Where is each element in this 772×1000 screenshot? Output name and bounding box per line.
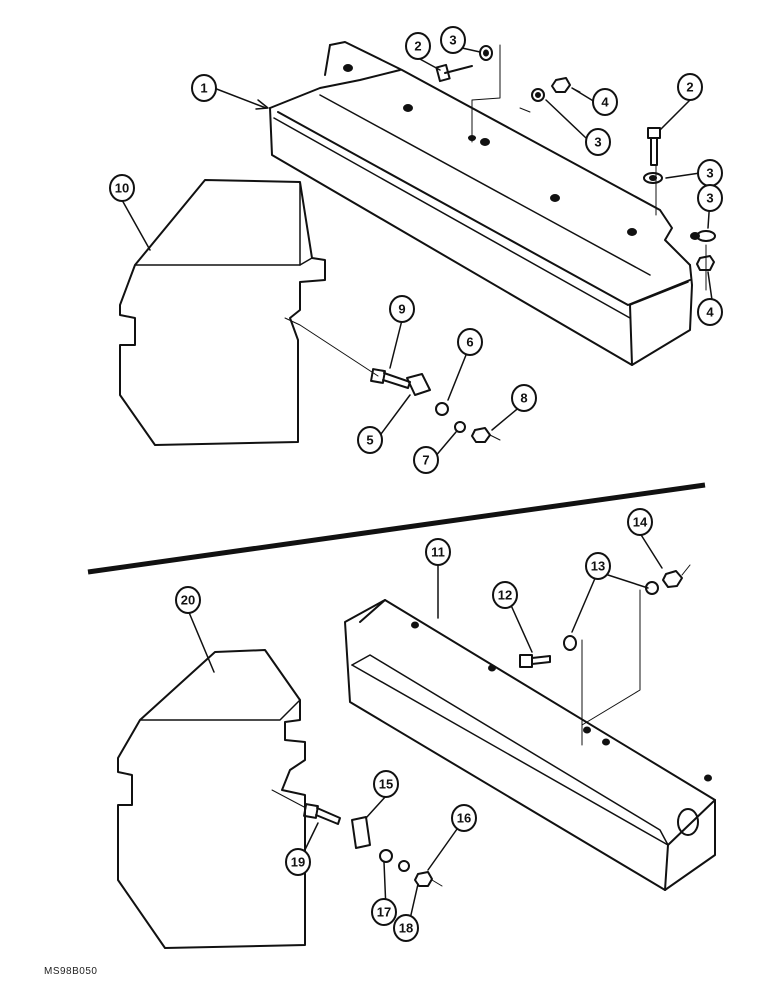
callout-label: 9 (398, 302, 405, 317)
callout-label: 10 (115, 181, 129, 196)
callout-label: 6 (466, 335, 473, 350)
callout-label: 14 (633, 515, 648, 530)
bottom-callout-14: 14 (627, 508, 653, 536)
bottom-callout-13: 13 (585, 552, 611, 580)
top-callout-7: 7 (413, 446, 439, 474)
top-callout-9: 9 (389, 295, 415, 323)
callout-label: 3 (706, 191, 713, 206)
callout-label: 20 (181, 593, 195, 608)
top-callout-2: 2 (677, 73, 703, 101)
top-callout-8: 8 (511, 384, 537, 412)
bottom-callout-12: 12 (492, 581, 518, 609)
callout-label: 16 (457, 811, 471, 826)
top-callout-3: 3 (440, 26, 466, 54)
weight-plate-bottom (117, 649, 306, 949)
callout-label: 1 (200, 81, 207, 96)
reference-code: MS98B050 (44, 966, 98, 977)
top-callout-2: 2 (405, 32, 431, 60)
weight-bracket-top (269, 41, 700, 366)
top-callout-3: 3 (697, 184, 723, 212)
callout-label: 3 (594, 135, 601, 150)
top-assembly (119, 41, 716, 459)
top-hardware (370, 45, 716, 443)
top-leaders (121, 47, 713, 459)
callout-label: 13 (591, 559, 605, 574)
callout-label: 8 (520, 391, 527, 406)
callout-label: 17 (377, 905, 391, 920)
top-callout-10: 10 (109, 174, 135, 202)
callout-label: 4 (706, 305, 714, 320)
bottom-callout-11: 11 (425, 538, 451, 566)
bottom-callout-16: 16 (451, 804, 477, 832)
bottom-callout-18: 18 (393, 914, 419, 942)
callout-label: 18 (399, 921, 413, 936)
bottom-callout-20: 20 (175, 586, 201, 614)
callout-label: 15 (379, 777, 393, 792)
separator-line (87, 482, 706, 575)
top-callout-3: 3 (585, 128, 611, 156)
top-callout-1: 1 (191, 74, 217, 102)
top-callout-4: 4 (697, 298, 723, 326)
callout-label: 5 (366, 433, 373, 448)
top-center-lines (284, 44, 707, 441)
top-callout-5: 5 (357, 426, 383, 454)
bottom-assembly (117, 529, 716, 949)
callout-label: 2 (414, 39, 421, 54)
top-callout-3: 3 (697, 159, 723, 187)
callout-label: 19 (291, 855, 305, 870)
callout-label: 7 (422, 453, 429, 468)
bottom-callout-19: 19 (285, 848, 311, 876)
callout-label: 3 (706, 166, 713, 181)
callout-label: 4 (601, 95, 609, 110)
top-callout-6: 6 (457, 328, 483, 356)
bottom-center-lines (271, 564, 691, 887)
bottom-callout-17: 17 (371, 898, 397, 926)
top-callout-4: 4 (592, 88, 618, 116)
weight-plate-top (119, 179, 326, 446)
callout-label: 3 (449, 33, 456, 48)
callout-label: 2 (686, 80, 693, 95)
callout-label: 12 (498, 588, 512, 603)
bottom-callout-15: 15 (373, 770, 399, 798)
weight-bracket-bottom (344, 599, 716, 891)
callout-label: 11 (431, 545, 445, 560)
